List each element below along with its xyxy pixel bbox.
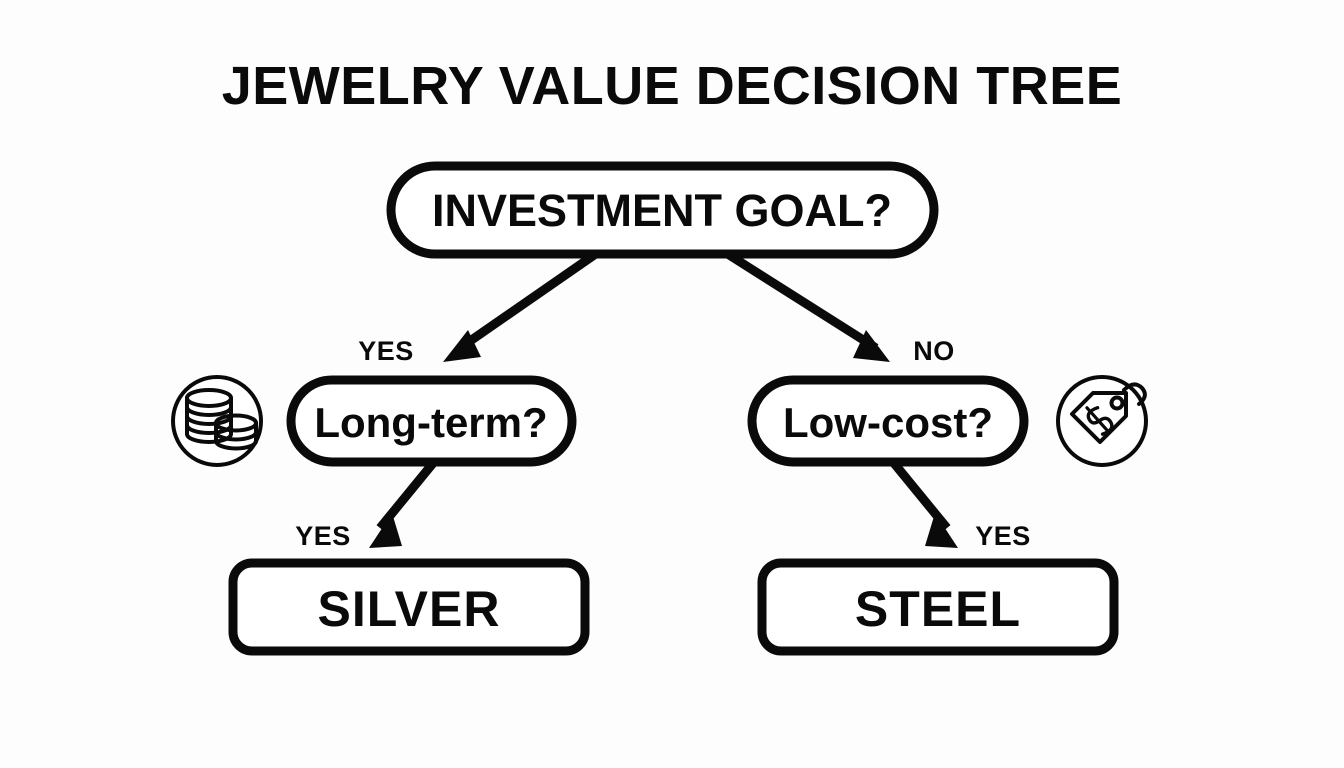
node-root[interactable]: INVESTMENT GOAL?	[386, 161, 939, 259]
node-long-term-shape[interactable]	[286, 375, 577, 467]
node-low-cost[interactable]: Low-cost?	[747, 375, 1029, 467]
node-root-label: INVESTMENT GOAL?	[432, 185, 892, 236]
page-title: JEWELRY VALUE DECISION TREE	[222, 56, 1123, 116]
edge-label-root-no: NO	[913, 336, 955, 366]
arrow-head-icon	[369, 513, 402, 548]
edge-label-root-yes: YES	[358, 336, 414, 366]
node-steel-shape[interactable]	[757, 558, 1119, 656]
node-low-cost-shape[interactable]	[747, 375, 1029, 467]
price-tag-icon	[1056, 375, 1148, 467]
arrow-head-icon	[853, 330, 890, 362]
node-long-term[interactable]: Long-term?	[286, 375, 577, 467]
edge-line	[376, 459, 438, 531]
edge-line	[723, 249, 879, 352]
edge-line	[889, 459, 951, 531]
edge-line	[457, 249, 600, 352]
node-silver[interactable]: SILVER	[228, 558, 590, 656]
arrow-head-icon	[925, 513, 958, 548]
node-steel[interactable]: STEEL	[757, 558, 1119, 656]
edge-label-silver-yes: YES	[295, 521, 351, 551]
node-root-shape[interactable]	[386, 161, 939, 259]
edge-root-to-long-term	[443, 249, 600, 362]
node-silver-label: SILVER	[318, 581, 501, 637]
edge-root-to-low-cost	[723, 249, 890, 362]
node-steel-label: STEEL	[855, 581, 1021, 637]
price-tag-icon-glyph	[1070, 382, 1147, 444]
edge-label-steel-yes: YES	[975, 521, 1031, 551]
coin-stack-icon	[171, 375, 263, 467]
node-silver-shape[interactable]	[228, 558, 590, 656]
coin-stack-icon-glyph	[185, 388, 258, 451]
arrow-head-icon	[443, 330, 481, 362]
edge-long-term-to-silver	[369, 459, 438, 548]
edge-low-cost-to-steel	[889, 459, 958, 548]
node-long-term-label: Long-term?	[314, 399, 547, 446]
node-low-cost-label: Low-cost?	[783, 399, 993, 446]
